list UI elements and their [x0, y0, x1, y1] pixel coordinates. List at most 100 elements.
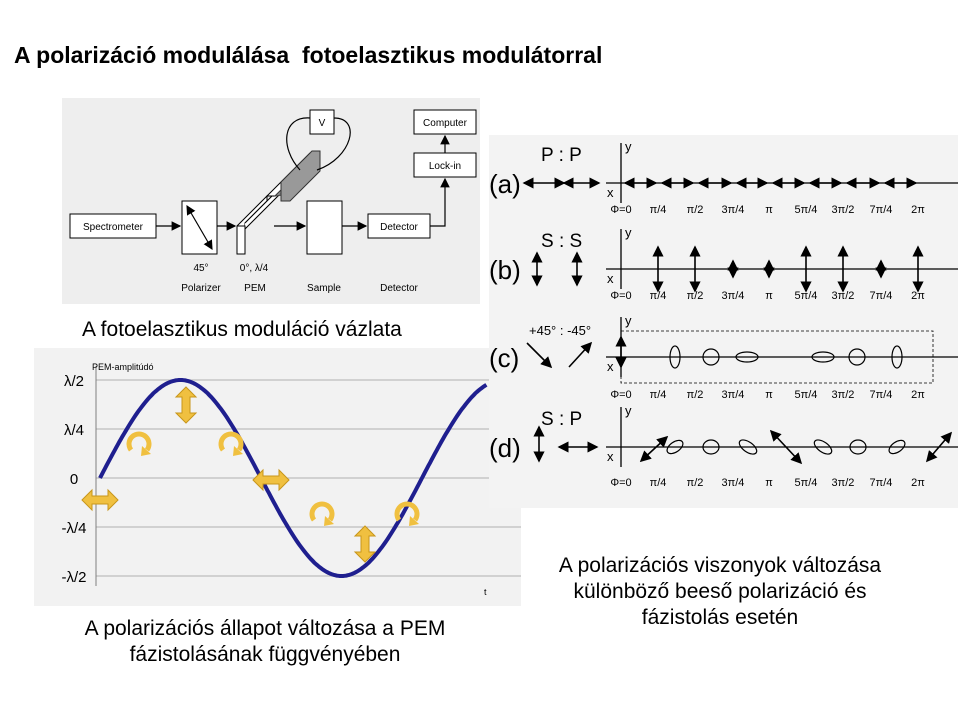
phase-label: π/4 [650, 477, 667, 489]
row-label: (b) [489, 255, 521, 285]
phase-label: 7π/4 [870, 204, 893, 216]
polarization-ellipse [669, 345, 681, 369]
panel-caption-line-3: fázistolás esetén [641, 606, 799, 629]
polarization-ellipse [888, 439, 906, 455]
polarization-ellipse [848, 348, 866, 366]
row-label: (c) [489, 343, 519, 373]
phase-label: π [765, 389, 773, 401]
phase-label: Φ=0 [610, 204, 631, 216]
linear-vertical-marker [174, 386, 198, 424]
phase-label: π [765, 204, 773, 216]
phase-label: 3π/4 [722, 477, 745, 489]
row-label: (a) [489, 169, 521, 199]
phase-label: 5π/4 [795, 290, 818, 302]
x-axis-label: x [607, 449, 614, 464]
linear-horizontal-marker [252, 468, 290, 492]
setup-diagram-svg: Spectrometer Detector Computer Lock-in V… [69, 109, 477, 294]
polarization-ellipse [735, 351, 759, 363]
polarization-ellipse [702, 348, 720, 366]
panel-caption: A polarizációs viszonyok változása külön… [505, 553, 935, 631]
detector-block-label: Detector [380, 222, 418, 233]
phase-label: 2π [911, 204, 925, 216]
lockin-label: Lock-in [429, 161, 461, 172]
phase-label: π/4 [650, 290, 667, 302]
polarization-ellipse [811, 351, 835, 363]
pem-angle: 0°, λ/4 [240, 263, 269, 274]
phase-label: Φ=0 [610, 290, 631, 302]
y-axis-label: y [625, 139, 632, 154]
row-ratio: S : P [541, 409, 582, 430]
linear-vertical-marker [353, 525, 377, 563]
spectrometer-label: Spectrometer [83, 222, 144, 233]
pem-crystal [236, 150, 321, 255]
linear-horizontal-marker [81, 488, 119, 512]
y-tick-label: λ/4 [64, 422, 84, 439]
y-tick-label: -λ/2 [61, 569, 86, 586]
detector-block [367, 213, 431, 239]
phase-label: 3π/2 [832, 290, 855, 302]
lockin-block [413, 152, 477, 178]
setup-caption: A fotoelasztikus moduláció vázlata [82, 318, 402, 341]
phase-label: 2π [911, 477, 925, 489]
x-axis-label: x [607, 359, 614, 374]
x-axis-label: x [607, 271, 614, 286]
phase-label: Φ=0 [610, 389, 631, 401]
phase-label: 3π/4 [722, 290, 745, 302]
polarizer-angle: 45° [193, 263, 208, 274]
row-ratio: S : S [541, 231, 582, 252]
voltage-block [309, 109, 335, 135]
computer-label: Computer [423, 118, 468, 129]
phase-label: π/4 [650, 204, 667, 216]
phase-label: 3π/2 [832, 204, 855, 216]
polarization-ellipse [738, 439, 758, 455]
panel-caption-line-2: különböző beeső polarizáció és [573, 580, 867, 603]
row-ratio: P : P [541, 145, 582, 166]
phase-label: π/4 [650, 389, 667, 401]
graph-caption: A polarizációs állapot változása a PEM f… [20, 616, 510, 668]
spectrometer-block [69, 213, 157, 239]
graph-caption-line-1: A polarizációs állapot változása a PEM [84, 617, 446, 640]
page-title: A polarizáció modulálása fotoelasztikus … [14, 42, 603, 68]
phase-label: 3π/4 [722, 204, 745, 216]
phase-label: 5π/4 [795, 477, 818, 489]
polarization-arrow [769, 429, 803, 465]
setup-schematic: Spectrometer Detector Computer Lock-in V… [62, 98, 480, 304]
polarization-arrow [526, 342, 553, 369]
phase-label: 7π/4 [870, 389, 893, 401]
computer-block [413, 109, 477, 135]
polarizer-label: Polarizer [181, 283, 221, 294]
phase-label: Φ=0 [610, 477, 631, 489]
polarization-arrow [568, 341, 593, 368]
voltage-label: V [319, 118, 326, 129]
y-axis-label: y [625, 403, 632, 418]
phase-label: 5π/4 [795, 204, 818, 216]
y-tick-label: λ/2 [64, 373, 84, 390]
phase-label: 2π [911, 389, 925, 401]
y-axis-label: y [625, 225, 632, 240]
y-axis-label: y [625, 313, 632, 328]
circular-marker [126, 431, 152, 456]
polarization-ellipse [891, 345, 903, 369]
phase-label: π/2 [687, 389, 704, 401]
graph-caption-line-2: fázistolásának függvényében [129, 643, 401, 666]
row-ratio: +45° : -45° [529, 323, 591, 338]
pem-amplitude-curve [98, 378, 488, 578]
polarization-arrow [925, 431, 953, 463]
phase-label: π/2 [687, 477, 704, 489]
phase-label: π [765, 477, 773, 489]
polarization-ellipse [849, 439, 867, 455]
phase-label: 3π/4 [722, 389, 745, 401]
polarization-ellipse [702, 439, 720, 455]
phase-label: 7π/4 [870, 477, 893, 489]
detector-label: Detector [380, 283, 418, 294]
circular-marker [309, 501, 335, 526]
phase-label: 2π [911, 290, 925, 302]
phase-label: π [765, 290, 773, 302]
sample-label: Sample [307, 283, 341, 294]
pem-chart-svg: λ/2λ/40-λ/4-λ/2 PEM-amplitúdó t [61, 362, 521, 597]
phase-label: π/2 [687, 290, 704, 302]
